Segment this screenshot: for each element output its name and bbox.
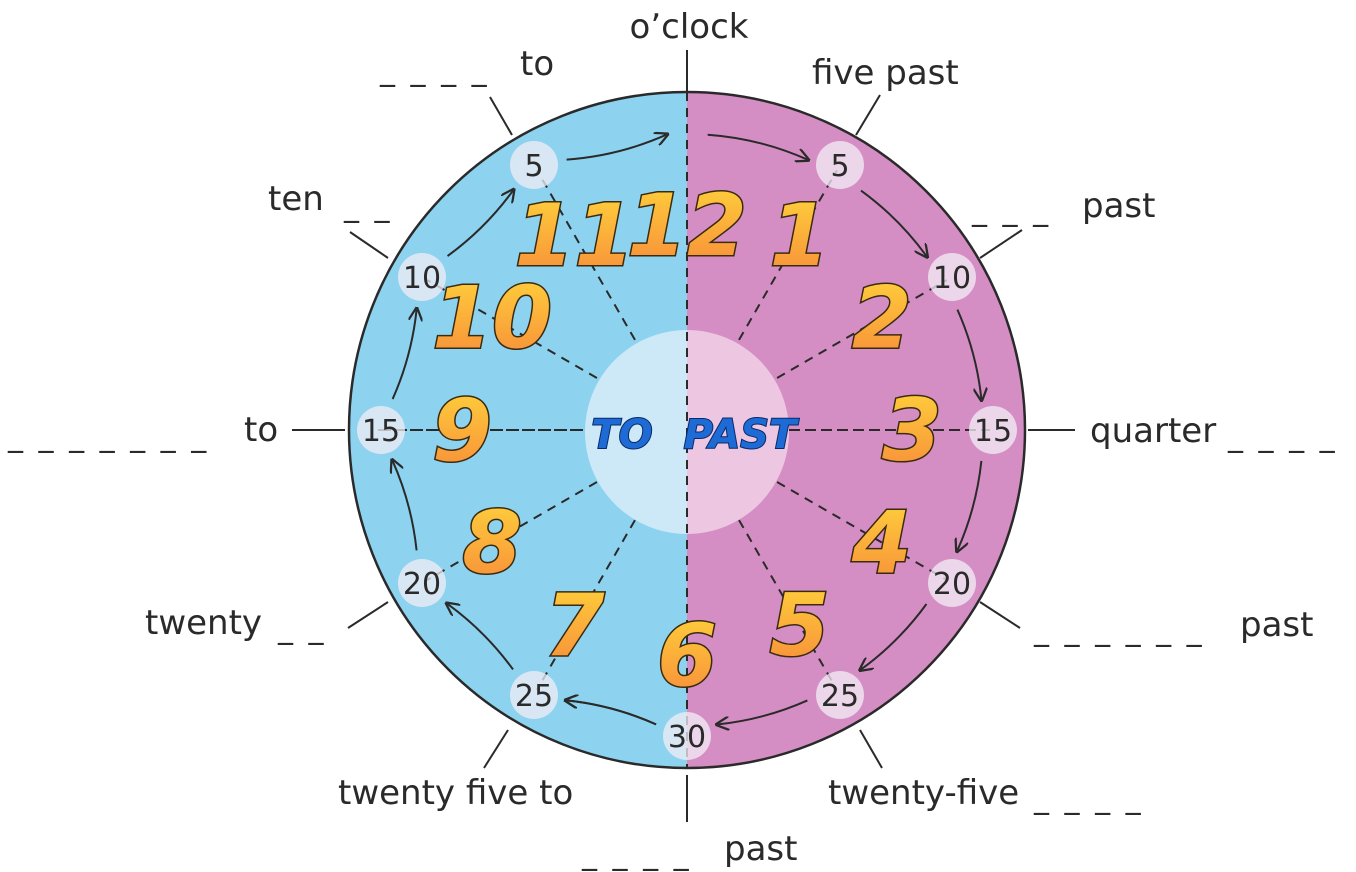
- tick-twenty-five-past: [860, 730, 882, 768]
- blank-ten-to: _ _: [343, 189, 393, 224]
- minute-number: 10: [403, 261, 441, 296]
- hour-numeral: 5: [770, 576, 830, 676]
- label-twenty-to: twenty: [145, 603, 262, 643]
- label-five-past: five past: [812, 53, 959, 93]
- tick-five-past: [856, 95, 880, 135]
- label-twenty-past: past: [1240, 605, 1313, 645]
- label-ten-to: ten: [268, 179, 324, 219]
- hour-numeral: 1: [770, 186, 830, 286]
- blank-quarter-to: _ _ _ _ _ _ _: [7, 419, 209, 454]
- hour-numeral: 9: [432, 381, 492, 481]
- hour-numeral: 6: [657, 606, 717, 706]
- minute-number: 30: [668, 720, 706, 755]
- hour-numeral: 7: [545, 576, 605, 676]
- blank-quarter-past: _ _ _ _: [1227, 419, 1338, 454]
- tick-twenty-five-to: [484, 730, 508, 768]
- tick-twenty-past: [980, 602, 1020, 628]
- blank-twenty-five-past: _ _ _ _: [1033, 781, 1144, 816]
- minute-number: 15: [974, 414, 1012, 449]
- blank-half-past: _ _ _ _: [581, 837, 692, 872]
- label-oclock: o’clock: [630, 7, 749, 47]
- minute-number: 20: [403, 567, 441, 602]
- minute-number: 20: [933, 567, 971, 602]
- blank-twenty-past: _ _ _ _ _ _: [1033, 613, 1205, 648]
- label-half-past: past: [724, 829, 797, 869]
- tick-ten-past: [980, 230, 1022, 258]
- label-twenty-five-past: twenty-five: [828, 773, 1019, 813]
- minute-number: 10: [933, 261, 971, 296]
- tick-ten-to: [350, 232, 388, 258]
- blank-five-to: _ _ _ _: [379, 53, 490, 88]
- label-quarter-past: quarter: [1090, 411, 1216, 451]
- label-quarter-to: to: [244, 410, 278, 450]
- minute-number: 25: [515, 679, 553, 714]
- label-ten-past: past: [1082, 186, 1155, 226]
- blank-ten-past: _ _ _: [971, 193, 1051, 228]
- hour-numeral: 12: [627, 176, 747, 276]
- tick-twenty-to: [348, 602, 388, 628]
- label-five-to: to: [520, 44, 554, 84]
- blank-twenty-to: _ _: [277, 611, 327, 646]
- hour-numeral: 4: [851, 494, 912, 594]
- minute-number: 5: [524, 149, 543, 184]
- hour-numeral: 8: [462, 494, 522, 594]
- tick-five-to: [490, 97, 512, 135]
- hour-numeral: 3: [882, 381, 942, 481]
- to-label: TO: [591, 412, 652, 458]
- hour-numeral: 2: [852, 269, 912, 369]
- past-label: PAST: [684, 412, 799, 458]
- minute-number: 15: [362, 414, 400, 449]
- minute-number: 25: [821, 679, 859, 714]
- minute-number: 5: [830, 149, 849, 184]
- label-twenty-five-to: twenty five to: [338, 773, 573, 813]
- hour-numeral: 11: [515, 186, 635, 286]
